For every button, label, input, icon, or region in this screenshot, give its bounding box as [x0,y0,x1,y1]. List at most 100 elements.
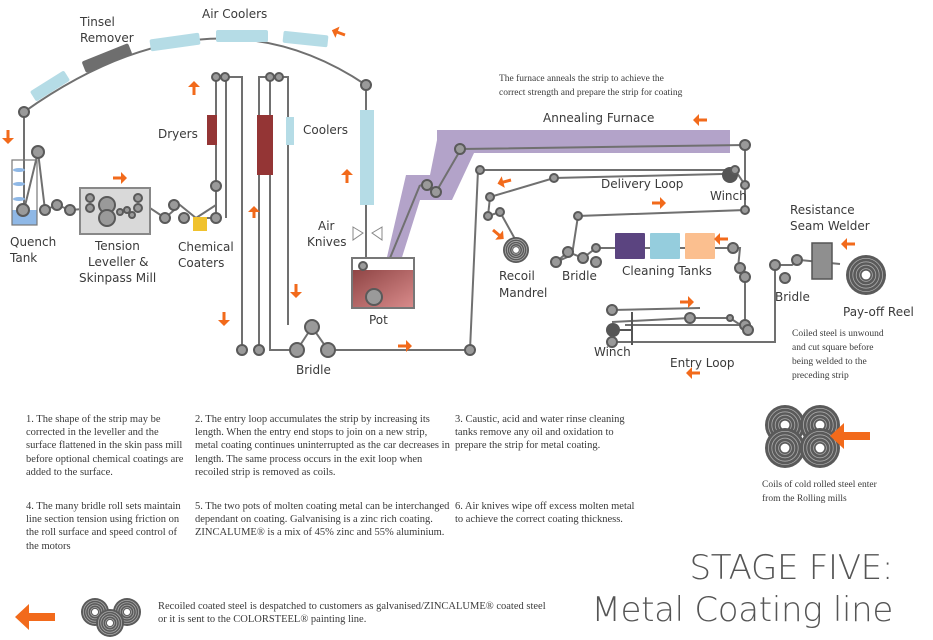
air-knife-left [352,226,364,241]
flow-arrow-icon [2,130,14,144]
payoff-reel [846,255,886,295]
label-welder-2: Seam Welder [790,219,870,233]
flow-arrow-icon [492,228,504,240]
roller [128,211,136,219]
label-winch-top: Winch [710,189,747,203]
roller [464,344,476,356]
roller [85,193,95,203]
coil-entering [765,428,805,468]
label-payoff-reel: Pay-off Reel [843,305,914,319]
roller [550,256,562,268]
label-quench-1: Quench [10,235,56,249]
roller [236,344,248,356]
roller [769,259,781,271]
roller [365,288,383,306]
label-tension-2: Leveller & [88,255,149,269]
note-5: 5. The two pots of molten coating metal … [195,501,450,539]
note-6: 6. Air knives wipe off excess molten met… [455,501,635,526]
dryer-small [207,115,217,145]
roller [726,314,734,322]
flow-arrow-icon [652,197,666,209]
roller [734,262,746,274]
air-knife-right [371,226,383,241]
roller [730,165,740,175]
label-pot: Pot [369,313,388,327]
label-quench-2: Tank [9,251,37,265]
flow-arrow-icon [248,206,260,218]
roller [360,79,372,91]
label-recoil-2: Mandrel [499,286,547,300]
roller [742,324,754,336]
chemical-coater [193,217,207,231]
roller [740,205,750,215]
roller [39,204,51,216]
strip-bottom [296,325,470,351]
coiled-note-2: and cut square before [792,342,874,353]
coils-enter-2: from the Rolling mills [762,493,847,504]
roller [739,139,751,151]
coiled-note-1: Coiled steel is unwound [792,329,884,339]
roller [133,193,143,203]
label-winch-bottom: Winch [594,345,631,359]
cleaning-tank-caustic [615,233,645,259]
roller [590,256,602,268]
pot-molten-metal [353,270,413,307]
strip-quench [23,112,71,212]
roller [274,72,284,82]
label-annealing-furnace: Annealing Furnace [543,111,654,125]
cleaning-tank-acid [650,233,680,259]
roller [573,211,583,221]
recoil-mandrel [503,237,529,263]
dryer-large [257,115,273,175]
stage-title: STAGE FIVE: [689,548,894,588]
roller [740,180,750,190]
flow-arrow-icon [841,238,855,250]
strip-arc [23,37,367,113]
flow-arrow-icon [714,233,728,245]
coiled-note-4: preceding strip [792,371,849,381]
flow-arrow-icon [830,423,870,449]
label-chem-2: Coaters [178,256,224,270]
air-cooler-4 [282,30,329,48]
roller [779,272,791,284]
tinsel-remover [82,43,132,73]
coil-despatched [96,609,124,637]
strip-right-loop [469,169,746,351]
flow-arrow-icon [218,312,230,326]
roller [211,72,221,82]
flow-arrow-icon [15,604,55,630]
flow-arrow-icon [680,296,694,308]
roller [358,261,368,271]
roller [220,72,230,82]
roller [168,199,180,211]
roller [304,319,320,335]
roller [116,208,124,216]
roller [18,106,30,118]
spray-2 [13,182,25,186]
label-coolers: Coolers [303,123,348,137]
roller [606,336,618,348]
air-cooler-2 [149,32,201,52]
flow-arrow-icon [341,169,353,183]
roller [159,212,171,224]
strip-dryer-loop [215,77,227,218]
roller [549,173,559,183]
annealing-furnace [384,130,730,270]
label-chem-1: Chemical [178,240,234,254]
cooler-tall [360,110,374,205]
note-4: 4. The many bridle roll sets maintain li… [26,501,181,552]
strip-entry-loop [611,258,841,343]
note-2: 2. The entry loop accumulates the strip … [195,414,450,478]
roller [320,342,336,358]
label-airknives-1: Air [318,219,335,233]
roller [727,242,739,254]
label-air-coolers: Air Coolers [202,7,267,21]
roller [430,186,442,198]
flow-arrow-icon [188,81,200,95]
label-dryers: Dryers [158,127,198,141]
roller [265,72,275,82]
quench-tank [11,159,38,226]
label-airknives-2: Knives [307,235,347,249]
cooler-small [286,117,294,145]
